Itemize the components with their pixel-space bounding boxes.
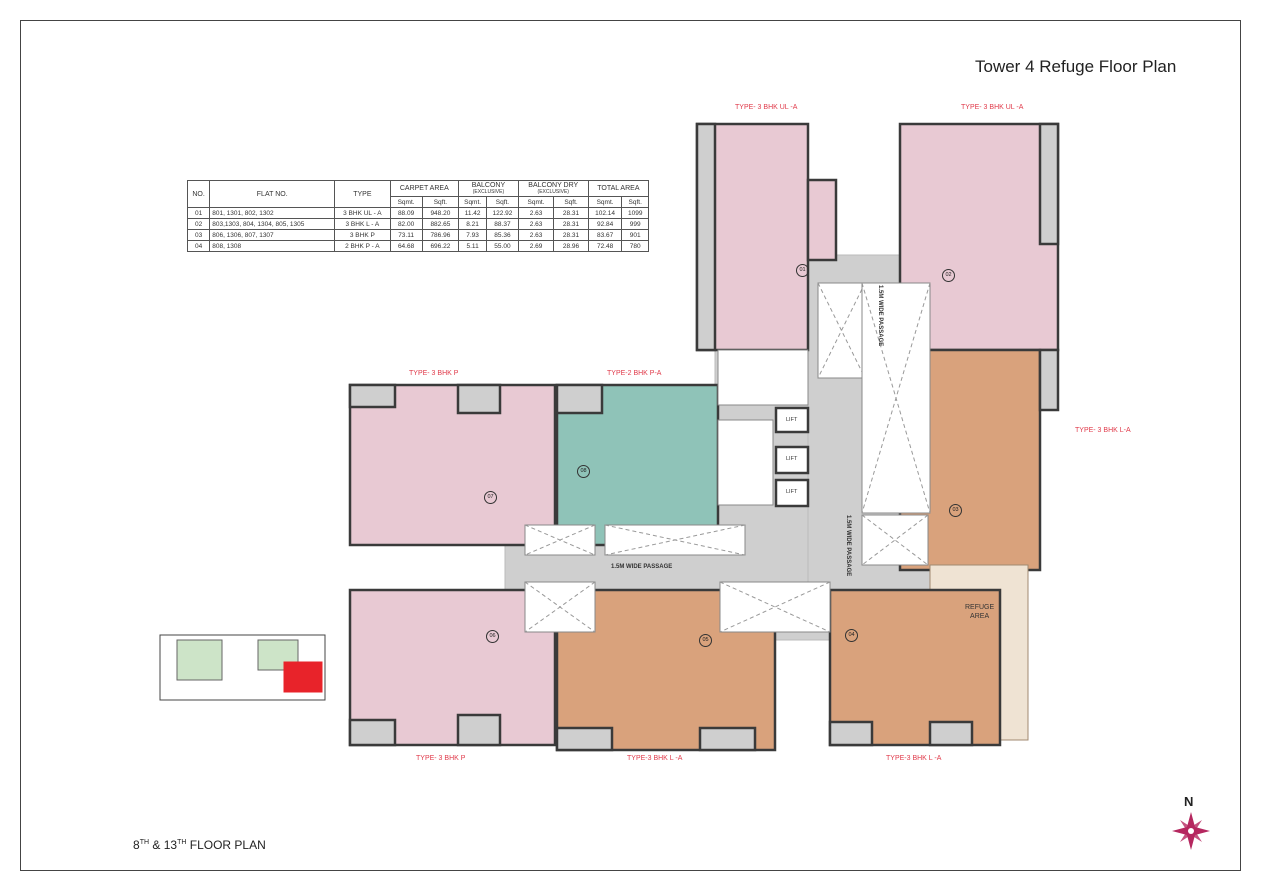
cell-flat: 808, 1308 — [209, 240, 336, 252]
shaft-2-cross — [861, 282, 931, 514]
col-type: TYPE — [334, 180, 391, 208]
unit-number-06: 06 — [486, 630, 499, 643]
shaft-7 — [861, 514, 929, 566]
area-table: NO. FLAT NO. TYPE CARPET AREA BALCONY(EX… — [186, 180, 650, 252]
passage-label-vertical-lower: 1.5M WIDE PASSAGE — [845, 515, 851, 577]
type-label-unit-07: TYPE- 3 BHK P — [409, 370, 459, 377]
staircase-1 — [717, 349, 809, 406]
unit-06-balcony — [348, 718, 397, 747]
shaft-6-cross — [719, 581, 831, 633]
unit-number-01: 01 — [796, 264, 809, 277]
lift-3: LIFT — [786, 489, 798, 495]
unit-sqft: Sqft. — [486, 196, 519, 208]
type-label-unit-05: TYPE-3 BHK L -A — [627, 755, 683, 762]
shaft-6-cross — [719, 581, 831, 633]
type-label-unit-03: TYPE- 3 BHK L-A — [1075, 427, 1131, 434]
unit-08-balcony — [555, 383, 604, 415]
unit-number-07: 07 — [484, 491, 497, 504]
cell-total-sqft: 780 — [621, 240, 649, 252]
unit-number-05: 05 — [699, 634, 712, 647]
unit-04-balcony — [828, 720, 874, 747]
unit-05-balcony — [555, 726, 614, 752]
shaft-5-cross — [524, 581, 596, 633]
cell-total-sqft: 999 — [621, 218, 649, 230]
cell-no: 04 — [186, 240, 211, 252]
cell-dry-sqft: 28.96 — [553, 240, 589, 252]
unit-06-balcony-2 — [456, 713, 502, 747]
unit-05-balcony-2 — [698, 726, 757, 752]
shaft-4-cross — [604, 524, 746, 556]
type-label-unit-06: TYPE- 3 BHK P — [416, 755, 466, 762]
cell-type: 2 BHK P - A — [334, 240, 391, 252]
unit-07-balcony-2 — [456, 383, 502, 415]
compass-icon — [1172, 812, 1210, 850]
cell-carpet-sqft: 696.22 — [421, 240, 460, 252]
col-flat: FLAT NO. — [209, 180, 336, 208]
unit-07 — [348, 383, 557, 547]
lift-2: LIFT — [786, 456, 798, 462]
unit-number-03: 03 — [949, 504, 962, 517]
shaft-1-cross — [817, 282, 866, 379]
page-title: Tower 4 Refuge Floor Plan — [975, 57, 1177, 76]
north-label: N — [1184, 794, 1194, 809]
floor-plan-caption: 8TH & 13TH FLOOR PLAN — [133, 838, 266, 852]
unit-number-02: 02 — [942, 269, 955, 282]
unit-number-04: 04 — [845, 629, 858, 642]
table-header-row: NO. FLAT NO. TYPE CARPET AREA BALCONY(EX… — [186, 180, 650, 208]
key-plan-garden-1 — [176, 639, 223, 681]
key-plan-tower-highlight — [283, 661, 323, 693]
lift-1: LIFT — [786, 417, 798, 423]
unit-04-balcony-2 — [928, 720, 974, 747]
unit-01-kitchen — [806, 178, 838, 262]
cell-carpet-sqmt: 64.68 — [389, 240, 423, 252]
shaft-3-cross — [524, 524, 596, 556]
unit-04 — [828, 588, 1002, 747]
cell-bal-sqft: 55.00 — [486, 240, 519, 252]
staircase-2 — [717, 419, 774, 506]
cell-bal-sqmt: 5.11 — [458, 240, 488, 252]
passage-label-horizontal: 1.5M WIDE PASSAGE — [611, 564, 673, 570]
type-label-unit-02: TYPE- 3 BHK UL -A — [961, 104, 1024, 111]
unit-02-balcony — [1038, 122, 1060, 246]
type-label-unit-08: TYPE-2 BHK P-A — [607, 370, 662, 377]
page-frame — [20, 20, 1241, 871]
unit-number-08: 08 — [577, 465, 590, 478]
unit-03-balcony — [1038, 348, 1060, 412]
unit-07-balcony — [348, 383, 397, 409]
unit-01-balcony — [695, 122, 717, 352]
lift-3-box — [774, 478, 810, 508]
type-label-unit-01: TYPE- 3 BHK UL -A — [735, 104, 798, 111]
type-label-unit-04: TYPE-3 BHK L -A — [886, 755, 942, 762]
cell-total-sqmt: 72.48 — [587, 240, 623, 252]
lift-2-box — [774, 445, 810, 475]
passage-label-vertical-upper: 1.5M WIDE PASSAGE — [877, 285, 883, 347]
lift-1-box — [774, 406, 810, 434]
shaft-6 — [719, 581, 831, 633]
